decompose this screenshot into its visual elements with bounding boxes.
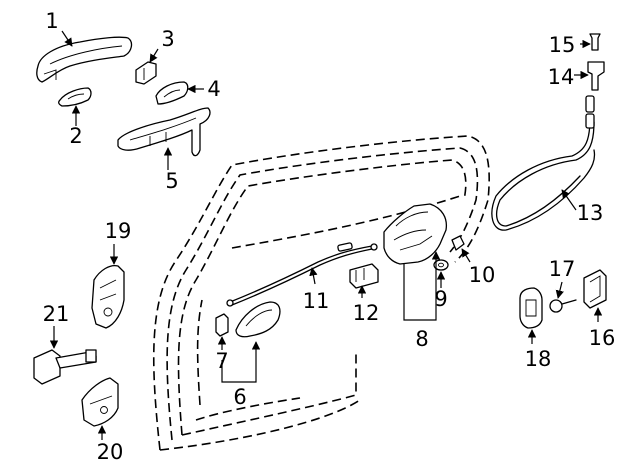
striker-cover bbox=[519, 287, 543, 329]
callout-3: 3 bbox=[161, 27, 174, 51]
callout-11: 11 bbox=[303, 289, 330, 313]
handle-frame bbox=[117, 107, 211, 157]
door-lock-assembly bbox=[383, 203, 448, 265]
striker bbox=[583, 269, 607, 309]
callout-12: 12 bbox=[353, 301, 380, 325]
leader-lines bbox=[49, 30, 603, 440]
callout-16: 16 bbox=[589, 326, 616, 350]
callout-7: 7 bbox=[215, 349, 228, 373]
callout-4: 4 bbox=[207, 77, 220, 101]
bushing bbox=[451, 235, 465, 251]
handle-bezel bbox=[155, 81, 189, 105]
callout-8: 8 bbox=[415, 327, 428, 351]
upper-hinge bbox=[91, 264, 125, 329]
control-cable bbox=[491, 95, 596, 231]
callout-15: 15 bbox=[549, 33, 576, 57]
washer bbox=[433, 259, 449, 271]
handle-clip bbox=[135, 61, 157, 85]
callout-5: 5 bbox=[165, 169, 178, 193]
door-check bbox=[33, 349, 97, 385]
inside-door-handle bbox=[235, 301, 281, 338]
outer-door-handle bbox=[36, 36, 133, 83]
callout-18: 18 bbox=[525, 347, 552, 371]
handle-cover bbox=[58, 87, 92, 107]
callout-10: 10 bbox=[469, 263, 496, 287]
cable-clip bbox=[587, 61, 605, 91]
callout-20: 20 bbox=[97, 440, 124, 464]
callout-6: 6 bbox=[233, 385, 246, 409]
lock-connector bbox=[349, 263, 379, 289]
striker-bolt bbox=[549, 299, 577, 313]
callout-13: 13 bbox=[577, 201, 604, 225]
callout-2: 2 bbox=[69, 124, 82, 148]
lock-cable bbox=[226, 242, 378, 307]
screw bbox=[589, 33, 601, 51]
callout-labels: 1 2 3 4 5 6 7 8 9 10 11 12 13 14 15 16 1… bbox=[43, 9, 616, 464]
callout-9: 9 bbox=[434, 287, 447, 311]
lower-hinge bbox=[81, 377, 119, 427]
inner-handle-clip bbox=[215, 313, 229, 337]
callout-19: 19 bbox=[105, 219, 132, 243]
callout-1: 1 bbox=[45, 9, 58, 33]
callout-14: 14 bbox=[548, 65, 575, 89]
callout-17: 17 bbox=[549, 257, 576, 281]
callout-21: 21 bbox=[43, 302, 70, 326]
